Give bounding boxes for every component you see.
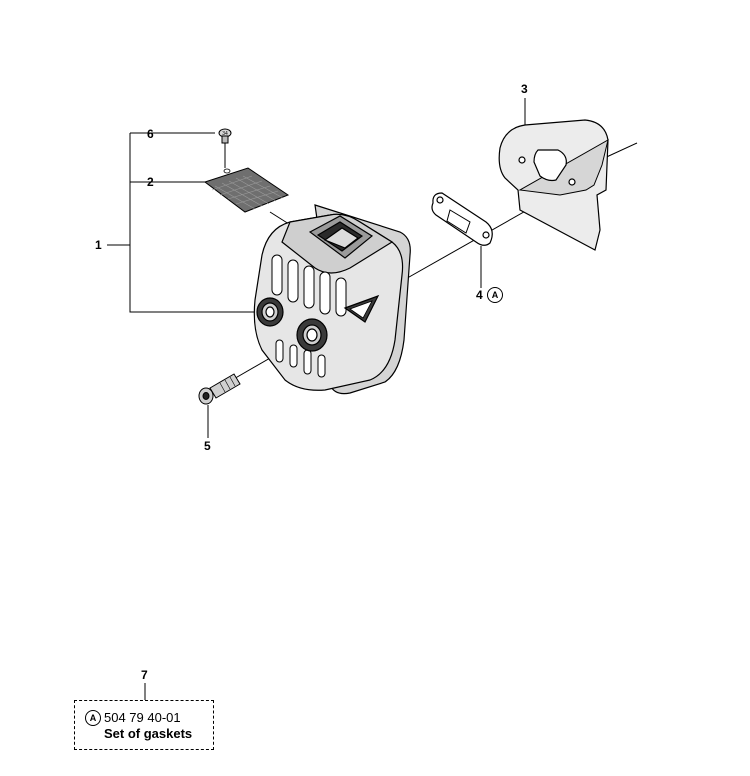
mesh-screen-part-2 (203, 167, 290, 213)
badge-a-item-4: A (487, 287, 503, 303)
bolt-boss-left (256, 297, 284, 327)
bracket-part-3 (498, 119, 609, 251)
legend-description: Set of gaskets (104, 726, 193, 741)
gasket-part-4 (431, 192, 493, 246)
callout-3: 3 (521, 82, 528, 96)
screw-part-6 (218, 128, 232, 144)
callout-5: 5 (204, 439, 211, 453)
screw-head-mark: 34 (222, 131, 228, 137)
callout-2: 2 (147, 175, 154, 189)
muffler-body-part-1 (253, 204, 411, 395)
legend-gasket-kit: A 504 79 40-01 Set of gaskets (74, 700, 214, 750)
callout-7: 7 (141, 668, 148, 682)
bolt-part-5 (198, 373, 241, 405)
legend-part-number: 504 79 40-01 (104, 710, 181, 725)
callout-6: 6 (147, 127, 154, 141)
legend-badge-a: A (85, 710, 101, 726)
callout-4: 4 (476, 288, 483, 302)
bolt-boss-right (296, 318, 328, 352)
callout-1: 1 (95, 238, 102, 252)
